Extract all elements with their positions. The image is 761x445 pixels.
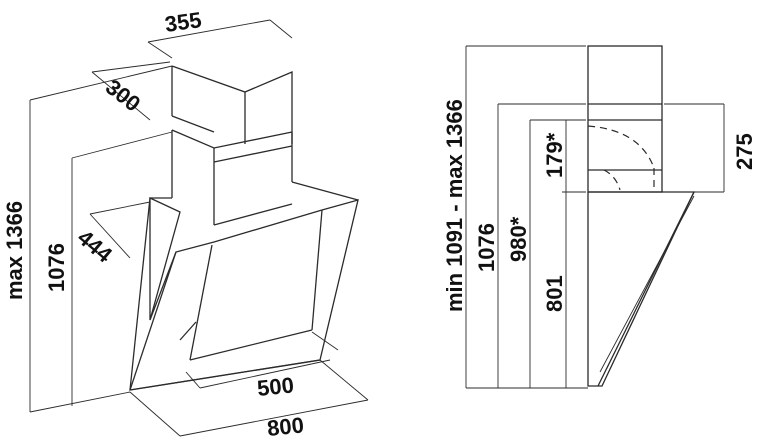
dim-upper: 179* [542,132,567,178]
swing-arc [587,125,655,191]
dim-width-top: 355 [163,7,203,37]
hood-body [129,181,359,391]
dim-side-height-adj: 980* [506,216,531,262]
side-chimney [587,45,663,193]
dim-lower: 801 [542,275,567,312]
dim-lines-left [29,19,369,437]
dim-side-height: 1076 [474,223,499,272]
chimney-lower [171,129,293,226]
dim-max-height: max 1366 [2,201,27,300]
dim-lines-right [465,45,725,389]
dim-height: 1076 [44,243,69,292]
hood-side-view: min 1091 - max 1366 1076 980* 179* 801 2… [442,45,757,389]
dim-width: 800 [266,412,305,441]
dim-height-range: min 1091 - max 1366 [442,99,467,312]
side-glass-panel [587,191,696,387]
hood-isometric-view: 355 300 max 1366 1076 444 500 800 [2,7,369,441]
dim-depth: 444 [73,225,118,268]
dim-chimney: 275 [732,133,757,170]
chimney-upper [171,65,293,144]
dim-inner-width: 500 [256,372,295,401]
